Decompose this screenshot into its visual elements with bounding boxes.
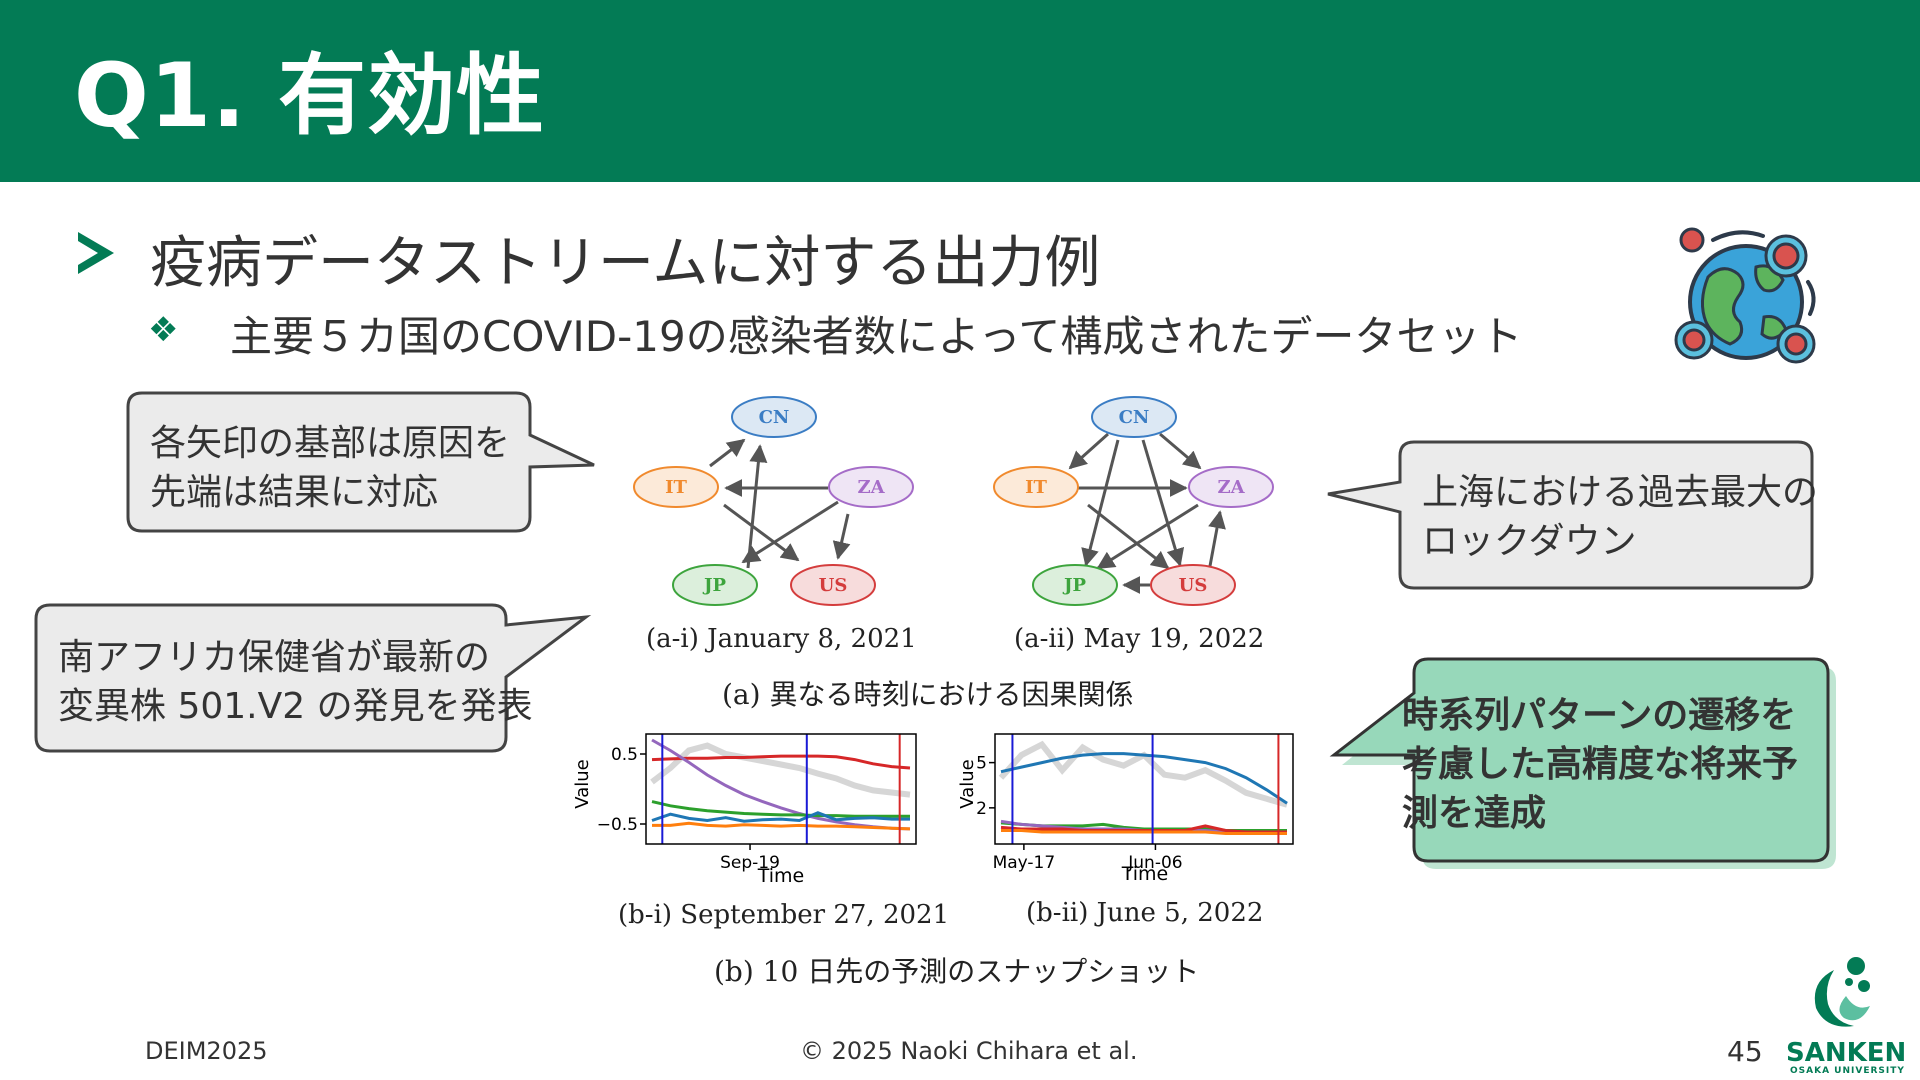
node-jp (672, 564, 758, 606)
node-cn (731, 396, 817, 438)
node-jp-label: JP (1062, 575, 1087, 596)
node-it (993, 466, 1079, 508)
x-axis-label: Time (757, 865, 805, 887)
node-za (1188, 466, 1274, 508)
y-tick-label: 5 (976, 754, 987, 774)
series-line (1000, 752, 1288, 805)
callout-line: 南アフリカ保健省が最新の (58, 637, 491, 678)
callout-arrow-meaning: 各矢印の基部は原因を 先端は結果に対応 (126, 391, 598, 543)
plot-frame (994, 733, 1294, 845)
node-cn-label: CN (1119, 407, 1150, 428)
x-tick-label: Sep-19 (720, 853, 780, 873)
footer-event: DEIM2025 (145, 1037, 268, 1065)
y-tick-label: 0.5 (611, 745, 638, 765)
page-number: 45 (1727, 1035, 1763, 1068)
footer-copyright: © 2025 Naoki Chihara et al. (800, 1037, 1138, 1065)
y-tick-label: −0.5 (597, 815, 638, 835)
node-za-label: ZA (857, 477, 885, 498)
callout-line: 考慮した高精度な将来予 (1402, 744, 1799, 785)
node-us-label: US (819, 575, 848, 596)
node-it-label: IT (1025, 477, 1047, 498)
title-bar: Q1. 有効性 (0, 0, 1920, 182)
bullet-level1: 疫病データストリームに対する出力例 (150, 231, 1101, 296)
callout-line: ロックダウン (1422, 521, 1637, 562)
callout-line: 先端は結果に対応 (150, 472, 439, 513)
node-us (790, 564, 876, 606)
x-axis-label: Time (1121, 863, 1169, 885)
plot-b2-label: (b-ii) June 5, 2022 (1026, 898, 1264, 928)
virus-globe-icon (1674, 227, 1816, 364)
node-jp-label: JP (702, 575, 727, 596)
callout-line: 変異株 501.V2 の発見を発表 (58, 686, 533, 727)
node-us-label: US (1179, 575, 1208, 596)
callout-za-variant: 南アフリカ保健省が最新の 変異株 501.V2 の発見を発表 (34, 603, 596, 755)
node-it-label: IT (665, 477, 687, 498)
y-tick-label: 2 (976, 799, 987, 819)
causal-graph-a1: CN IT ZA JP US (633, 396, 914, 606)
plot-frame (645, 733, 917, 845)
series-line (650, 742, 911, 798)
callout-high-accuracy: 時系列パターンの遷移を 考慮した高精度な将来予 測を達成 (1322, 655, 1842, 875)
node-it (633, 466, 719, 508)
graph-a1-label: (a-i) January 8, 2021 (646, 624, 917, 654)
figure-caption-b: (b) 10 日先の予測のスナップショット (714, 955, 1200, 988)
sanken-logo-icon (1814, 957, 1870, 1027)
callout-line: 測を達成 (1402, 793, 1547, 834)
series-line (998, 740, 1288, 808)
series-line (651, 811, 910, 823)
series-line (652, 821, 911, 831)
callout-shanghai-lockdown: 上海における過去最大の ロックダウン (1322, 440, 1822, 592)
bullet-level2: 主要５カ国のCOVID-19の感染者数によって構成されたデータセット (230, 312, 1523, 361)
diamond-bullet-icon: ❖ (148, 310, 179, 350)
node-za (828, 466, 914, 508)
callout-line: 各矢印の基部は原因を (150, 423, 511, 464)
callout-line: 時系列パターンの遷移を (1402, 695, 1797, 736)
node-za-label: ZA (1217, 477, 1245, 498)
node-cn-label: CN (759, 407, 790, 428)
graph-a2-label: (a-ii) May 19, 2022 (1014, 624, 1265, 654)
node-us (1150, 564, 1236, 606)
slide-title: Q1. 有効性 (74, 44, 546, 147)
sanken-logo-text: SANKEN (1786, 1038, 1907, 1068)
series-line (651, 754, 911, 770)
sanken-logo-subtext: OSAKA UNIVERSITY (1790, 1066, 1905, 1076)
x-tick-label: Jun-06 (1127, 853, 1182, 873)
node-cn (1091, 396, 1177, 438)
causal-graph-a2: CN IT ZA JP US (993, 396, 1274, 606)
series-line (1001, 829, 1287, 835)
x-tick-label: May-17 (993, 853, 1056, 873)
callout-line: 上海における過去最大の (1422, 472, 1819, 513)
node-jp (1032, 564, 1118, 606)
figure-caption-a: (a) 異なる時刻における因果関係 (722, 678, 1134, 711)
arrow-bullet-icon (78, 232, 114, 274)
y-axis-label: Value (572, 759, 593, 808)
plot-b1-label: (b-i) September 27, 2021 (618, 900, 950, 930)
series-line (651, 800, 910, 818)
y-axis-label: Value (957, 759, 978, 808)
